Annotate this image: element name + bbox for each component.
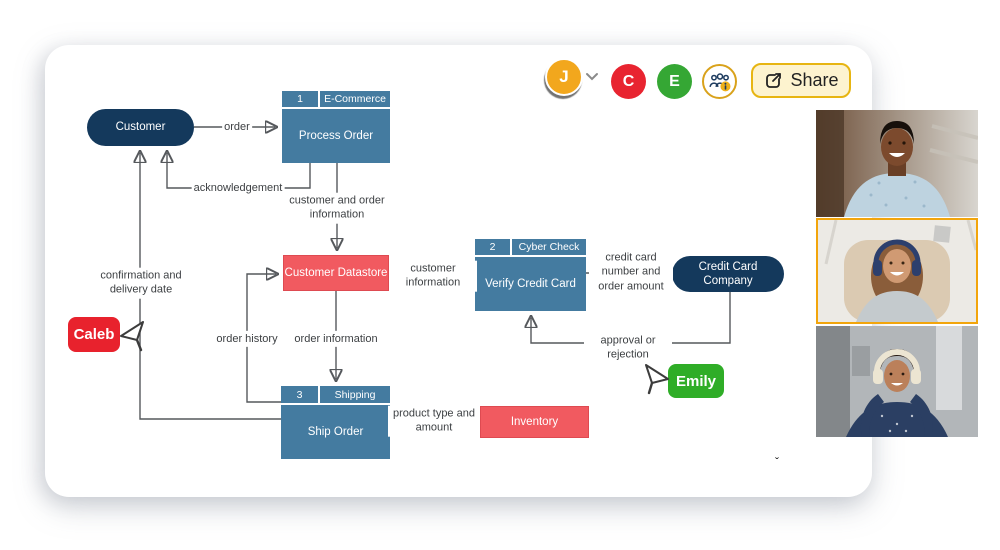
edge-label-credit-card-number[interactable]: credit card number and order amount	[589, 249, 673, 295]
process-order-header: 1 E-Commerce	[282, 91, 390, 109]
edge-label-approval-rejection[interactable]: approval or rejection	[584, 332, 672, 364]
node-ship-order[interactable]: 3 Shipping Ship Order	[281, 386, 390, 459]
canvas-mark: ˇ	[775, 455, 779, 469]
process-number: 2	[475, 239, 512, 255]
video-still-woman-active	[818, 220, 976, 322]
video-tile-woman-headphones[interactable]	[816, 326, 978, 437]
share-icon	[766, 72, 782, 88]
node-process-order[interactable]: 1 E-Commerce Process Order	[282, 91, 390, 163]
video-tile-woman-headset-active[interactable]	[816, 218, 978, 324]
video-still-man	[816, 110, 978, 217]
avatar-current-user[interactable]: J	[545, 58, 583, 96]
cursor-label-caleb: Caleb	[68, 317, 120, 352]
process-number: 1	[282, 91, 320, 107]
edge-label-customer-information[interactable]: customer information	[389, 260, 477, 292]
process-order-header: 2 Cyber Check	[475, 239, 586, 257]
process-label: Process Order	[298, 130, 374, 142]
edge-label-confirmation[interactable]: confirmation and delivery date	[83, 267, 199, 299]
share-button[interactable]: Share	[751, 63, 851, 98]
edge-label-order-information[interactable]: order information	[292, 330, 380, 348]
process-order-header: 3 Shipping	[281, 386, 390, 405]
edge-label-order-history[interactable]: order history	[214, 330, 280, 348]
process-tag: E-Commerce	[324, 93, 386, 105]
avatar-collaborator-c[interactable]: C	[611, 64, 646, 99]
cursor-label-emily: Emily	[668, 364, 724, 398]
edge-label-product-type[interactable]: product type and amount	[388, 405, 480, 437]
edge-label-order[interactable]: order	[222, 118, 252, 136]
edge-label-acknowledgement[interactable]: acknowledgement	[191, 179, 285, 197]
node-verify-credit-card[interactable]: 2 Cyber Check Verify Credit Card	[475, 239, 586, 311]
share-button-label: Share	[790, 70, 839, 90]
process-label: Verify Credit Card	[485, 278, 576, 290]
process-number: 3	[281, 386, 320, 403]
edge-label-customer-order-info[interactable]: customer and order information	[280, 192, 394, 224]
emily-cursor-icon	[645, 364, 669, 395]
process-label: Ship Order	[307, 426, 364, 438]
chevron-down-icon[interactable]	[585, 72, 599, 82]
avatar-collaborator-e[interactable]: E	[657, 64, 692, 99]
video-still-woman-headphones	[816, 326, 978, 437]
collaborators-button[interactable]	[702, 64, 737, 99]
node-customer[interactable]: Customer	[87, 109, 194, 146]
caleb-cursor-icon	[120, 321, 144, 352]
video-tile-man-blue-shirt[interactable]	[816, 110, 978, 217]
node-credit-card-company[interactable]: Credit Card Company	[672, 256, 784, 292]
node-inventory[interactable]: Inventory	[480, 406, 589, 438]
process-tag: Shipping	[334, 388, 376, 401]
group-people-icon	[708, 72, 730, 91]
node-customer-datastore[interactable]: Customer Datastore	[283, 255, 389, 291]
process-tag: Cyber Check	[518, 241, 580, 253]
